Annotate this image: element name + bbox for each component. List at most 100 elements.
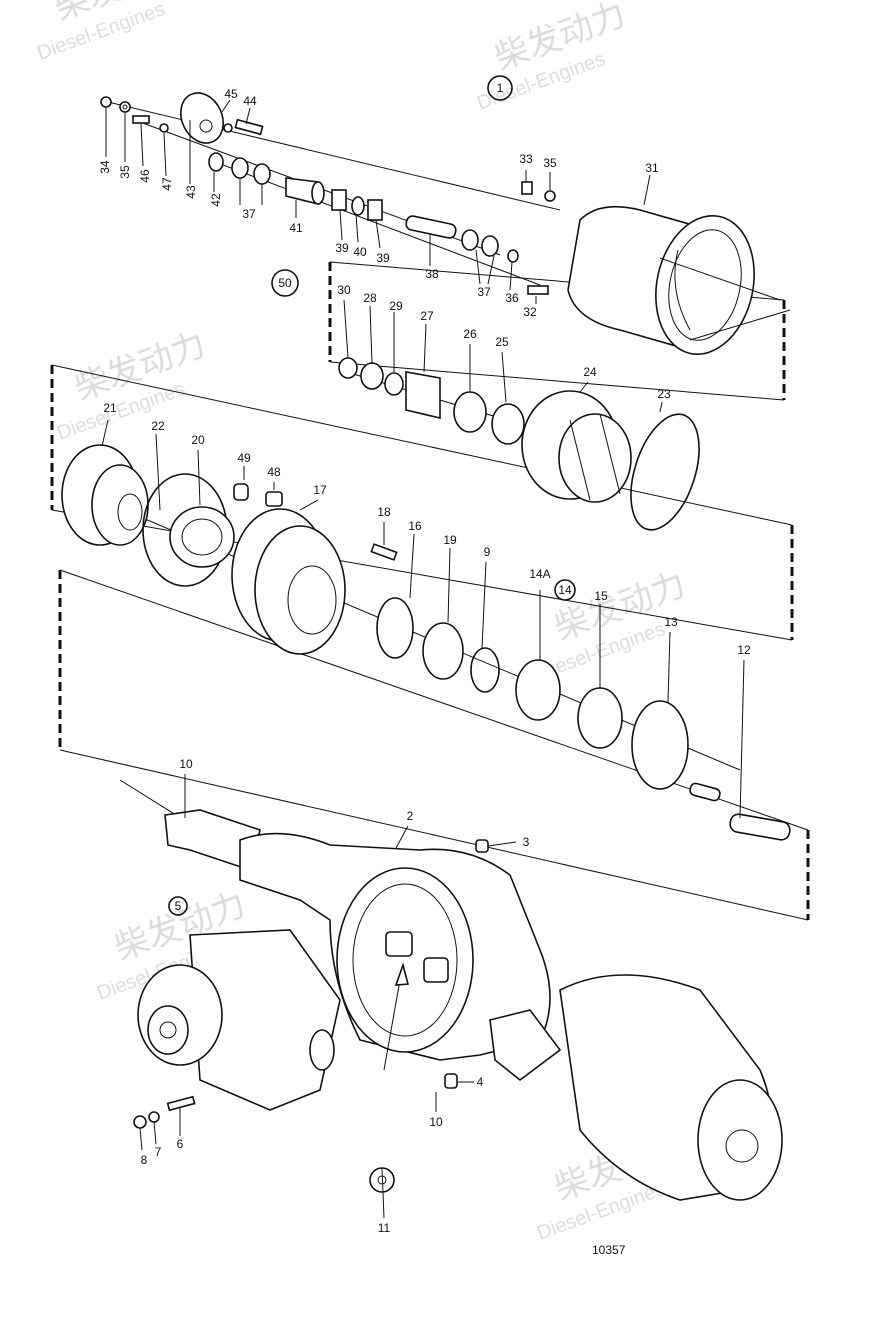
stud-part: [166, 1095, 196, 1112]
callout-label: 42: [209, 193, 223, 207]
callout-label: 30: [337, 283, 351, 297]
callout-label: 8: [141, 1153, 148, 1167]
nut-part: [133, 1115, 147, 1129]
washer-part: [360, 362, 384, 390]
washer-part: [253, 163, 271, 185]
callout-label: 14A: [529, 567, 550, 581]
callout-label: 31: [645, 161, 659, 175]
screw-part: [132, 115, 150, 124]
callout-label: 45: [224, 87, 238, 101]
callout-label: 6: [177, 1137, 184, 1151]
callout-label: 39: [335, 241, 349, 255]
seal-part: [515, 659, 561, 721]
screw-part: [527, 285, 549, 295]
callout-label: 38: [425, 267, 439, 281]
arrow-head: [394, 962, 410, 986]
nut-part: [100, 96, 112, 108]
plug-part: [475, 839, 489, 853]
pin-part: [234, 118, 264, 136]
callout-label: 47: [160, 177, 174, 191]
callout-label: 41: [289, 221, 303, 235]
ring-part: [208, 152, 224, 172]
callout-label: 29: [389, 299, 403, 313]
callout-label: 37: [477, 285, 491, 299]
callout-label: 34: [98, 160, 112, 174]
callout-label: 14: [558, 583, 572, 597]
washer-part: [231, 157, 249, 179]
circled-callout: [487, 75, 513, 101]
circled-callout: [168, 896, 188, 916]
hub-cap-part: [697, 1079, 783, 1201]
callout-label: 11: [378, 1221, 391, 1235]
ring-part: [338, 357, 358, 379]
callout-label: 37: [242, 207, 256, 221]
part-callouts: 34 35 46 47 43 45 44 42 37 41 39 40 39 3…: [98, 87, 751, 1235]
wheel-bolt-part: [370, 543, 398, 561]
spline-part: [385, 931, 413, 957]
ring-part: [422, 622, 464, 680]
callout-label: 24: [583, 365, 597, 379]
hub-cover-part: [567, 205, 791, 355]
needle-bearing-part: [331, 189, 347, 211]
ring-part: [507, 249, 519, 263]
washer-part: [159, 123, 169, 133]
spring-bracket: [489, 1009, 562, 1082]
plug-part: [444, 1073, 458, 1089]
nut-part: [265, 491, 283, 507]
callout-label: 16: [408, 519, 422, 533]
callout-label: 40: [353, 245, 367, 259]
spacer-ring-part: [631, 700, 689, 790]
callout-label: 3: [523, 835, 530, 849]
callout-label: 50: [278, 276, 292, 290]
callout-label: 35: [118, 165, 132, 179]
circled-callouts: 1 50 14 5: [168, 75, 576, 916]
callout-label: 10: [179, 757, 193, 771]
bushing-part: [491, 403, 525, 445]
callout-label: 19: [443, 533, 457, 547]
callout-label: 5: [175, 899, 182, 913]
spline-part: [423, 957, 449, 983]
leader-lines: [101, 99, 745, 1219]
callout-label: 15: [594, 589, 608, 603]
bearing-part: [376, 597, 414, 659]
bearing-part: [169, 506, 235, 568]
callout-label: 25: [495, 335, 509, 349]
housing-flange: [336, 867, 474, 1053]
callout-label: 33: [519, 152, 533, 166]
plug-part: [521, 181, 533, 195]
callout-label: 10: [429, 1115, 443, 1129]
wheel-hub-group: [61, 444, 791, 841]
callout-label: 4: [477, 1075, 484, 1089]
callout-label: 21: [103, 401, 117, 415]
callout-label: 48: [267, 465, 281, 479]
washer-part: [223, 123, 233, 133]
group-boundaries: [50, 261, 810, 921]
planet-shaft-part: [405, 215, 457, 239]
callout-label: 46: [138, 169, 152, 183]
sleeve-part: [689, 782, 721, 802]
circled-callout: [554, 579, 576, 601]
spacer-part: [351, 196, 365, 216]
callout-label: 44: [243, 94, 257, 108]
carrier-plate-part: [180, 92, 224, 144]
callout-label: 12: [737, 643, 751, 657]
sun-gear-group: [338, 357, 700, 531]
washer-part: [481, 235, 499, 257]
callout-label: 26: [463, 327, 477, 341]
washer-part: [544, 190, 556, 202]
callout-label: 2: [407, 809, 414, 823]
circled-callout: [271, 269, 299, 297]
axle-housing-group: [119, 779, 783, 1201]
callout-label: 18: [377, 505, 391, 519]
callout-label: 17: [313, 483, 327, 497]
arrow-line: [383, 979, 401, 1071]
bearing-part: [453, 391, 487, 433]
needle-bearing-part: [367, 199, 383, 221]
plug-part: [233, 483, 249, 501]
seal-part: [577, 687, 623, 749]
washer-part: [148, 1111, 160, 1123]
washer-part: [119, 101, 131, 113]
sun-gear-part: [405, 371, 441, 420]
callout-label: 22: [151, 419, 165, 433]
